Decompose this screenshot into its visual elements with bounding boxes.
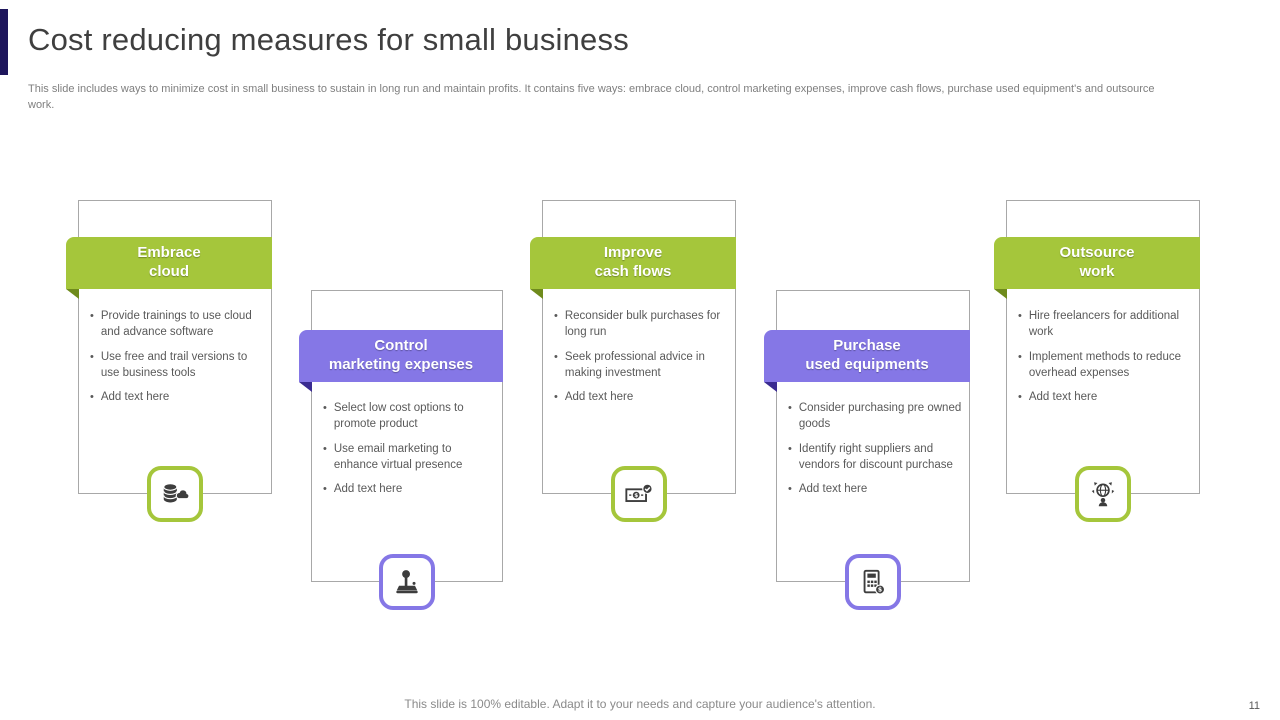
card-title-line2: used equipments [805, 356, 929, 373]
bullet-item: Add text here [323, 482, 497, 498]
card-title-line1: Purchase [833, 337, 901, 355]
accent-bar [0, 9, 8, 75]
bullet-text: Hire freelancers for additional work [1028, 310, 1180, 338]
bullet-item: Provide trainings to use cloud and advan… [90, 309, 266, 341]
card-control-marketing-expenses: Control marketing expenses Select low co… [299, 290, 503, 610]
card-title-line1: Embrace [137, 244, 201, 262]
card-title-line2: cash flows [594, 263, 672, 280]
card-header-improve-cash-flows: Improve cash flows [530, 237, 736, 299]
page-title: Cost reducing measures for small busines… [28, 22, 629, 57]
bullet-item: Identify right suppliers and vendors for… [788, 442, 964, 474]
ribbon-fold [764, 382, 777, 392]
bullet-item: Add text here [90, 390, 266, 406]
svg-text:$: $ [878, 587, 882, 594]
card-outsource-work: Outsource work Hire freelancers for addi… [994, 200, 1200, 522]
bullet-item: Select low cost options to promote produ… [323, 401, 497, 433]
bullet-item: Add text here [788, 482, 964, 498]
bullet-text: Consider purchasing pre owned goods [798, 402, 962, 430]
bullet-item: Consider purchasing pre owned goods [788, 401, 964, 433]
footer-note: This slide is 100% editable. Adapt it to… [404, 697, 876, 711]
cloud-database-icon [147, 466, 203, 522]
bullet-text: Add text here [1028, 391, 1098, 404]
bullet-text: Add text here [564, 391, 634, 404]
card-title-line1: Improve [603, 244, 663, 262]
bullet-text: Use free and trail versions to use busin… [100, 350, 248, 379]
ribbon-fold [299, 382, 312, 392]
bullet-list: Consider purchasing pre owned goods Iden… [788, 401, 964, 507]
card-title-line1: Outsource [1059, 244, 1135, 262]
card-header-purchase-used-equipments: Purchase used equipments [764, 330, 970, 392]
card-improve-cash-flows: Improve cash flows Reconsider bulk purch… [530, 200, 736, 522]
bullet-text: Identify right suppliers and vendors for… [798, 442, 953, 471]
billing-machine-icon: $ [845, 554, 901, 610]
bullet-text: Reconsider bulk purchases for long run [564, 310, 721, 338]
bullet-text: Provide trainings to use cloud and advan… [100, 310, 252, 338]
card-purchase-used-equipments: Purchase used equipments Consider purcha… [764, 290, 970, 610]
bullet-list: Select low cost options to promote produ… [323, 401, 497, 507]
bullet-list: Reconsider bulk purchases for long run S… [554, 309, 730, 415]
cash-check-icon: $ [611, 466, 667, 522]
bullet-text: Select low cost options to promote produ… [333, 402, 464, 430]
bullet-item: Add text here [1018, 390, 1194, 406]
global-outsourcing-icon [1075, 466, 1131, 522]
card-title-line2: work [1079, 263, 1115, 280]
bullet-text: Add text here [798, 483, 868, 496]
bullet-list: Hire freelancers for additional work Imp… [1018, 309, 1194, 415]
bullet-item: Hire freelancers for additional work [1018, 309, 1194, 341]
svg-text:$: $ [634, 493, 638, 499]
ribbon-fold [66, 289, 79, 299]
bullet-text: Use email marketing to enhance virtual p… [333, 442, 463, 471]
card-header-outsource-work: Outsource work [994, 237, 1200, 299]
bullet-item: Use email marketing to enhance virtual p… [323, 442, 497, 474]
bullet-item: Add text here [554, 390, 730, 406]
joystick-icon [379, 554, 435, 610]
bullet-text: Add text here [333, 483, 403, 496]
bullet-text: Implement methods to reduce overhead exp… [1028, 350, 1181, 379]
bullet-item: Implement methods to reduce overhead exp… [1018, 350, 1194, 382]
bullet-item: Reconsider bulk purchases for long run [554, 309, 730, 341]
slide-description: This slide includes ways to minimize cos… [28, 83, 1155, 111]
card-header-control-marketing-expenses: Control marketing expenses [299, 330, 503, 392]
ribbon-fold [530, 289, 543, 299]
page-number: 11 [1248, 700, 1260, 712]
bullet-item: Use free and trail versions to use busin… [90, 350, 266, 382]
bullet-text: Add text here [100, 391, 170, 404]
bullet-text: Seek professional advice in making inves… [564, 350, 705, 379]
card-title-line2: marketing expenses [328, 356, 474, 373]
card-title-line1: Control [374, 337, 428, 355]
bullet-list: Provide trainings to use cloud and advan… [90, 309, 266, 415]
card-embrace-cloud: Embrace cloud Provide trainings to use c… [66, 200, 272, 522]
bullet-item: Seek professional advice in making inves… [554, 350, 730, 382]
ribbon-fold [994, 289, 1007, 299]
card-header-embrace-cloud: Embrace cloud [66, 237, 272, 299]
card-title-line2: cloud [149, 263, 189, 280]
